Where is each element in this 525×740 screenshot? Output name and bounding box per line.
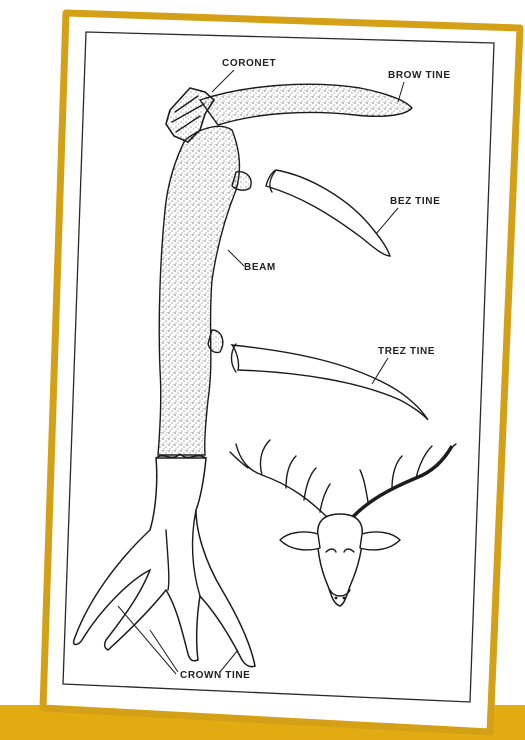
label-crown-tine: CROWN TINE [180, 670, 250, 681]
label-brow-tine: BROW TINE [388, 70, 451, 81]
label-trez-tine: TREZ TINE [378, 346, 435, 357]
label-coronet: CORONET [222, 58, 276, 69]
label-beam: BEAM [244, 262, 276, 273]
label-bez-tine: BEZ TINE [390, 196, 440, 207]
